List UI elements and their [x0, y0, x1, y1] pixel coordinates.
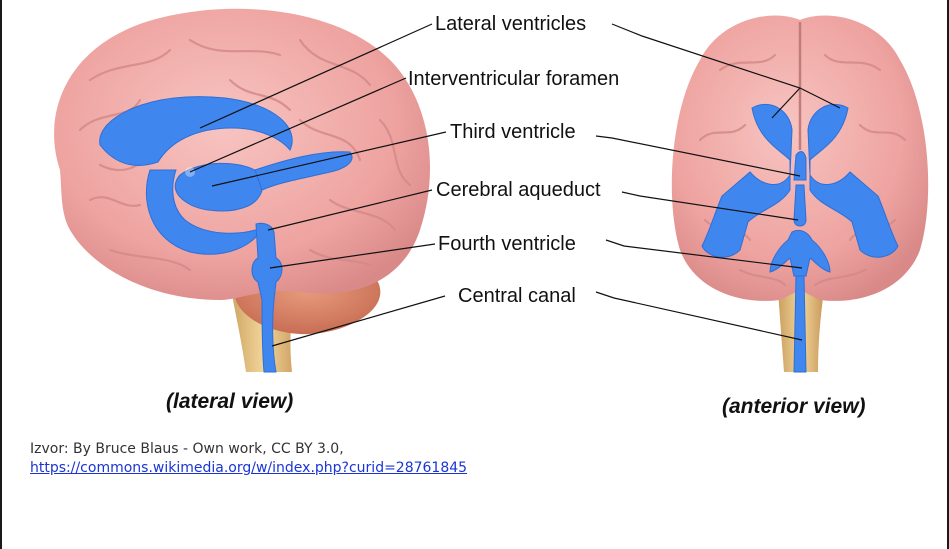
- label-third-ventricle: Third ventricle: [450, 121, 576, 143]
- source-caption: Izvor: By Bruce Blaus - Own work, CC BY …: [30, 440, 467, 478]
- label-cerebral-aqueduct: Cerebral aqueduct: [436, 179, 601, 201]
- label-central-canal: Central canal: [458, 285, 576, 307]
- ventricles-diagram: [0, 0, 949, 420]
- source-text: Izvor: By Bruce Blaus - Own work, CC BY …: [30, 440, 467, 459]
- label-interventricular-foramen: Interventricular foramen: [408, 68, 619, 90]
- lateral-view-caption: (lateral view): [166, 390, 293, 414]
- label-lateral-ventricles: Lateral ventricles: [435, 13, 586, 35]
- anterior-view-caption: (anterior view): [722, 395, 866, 419]
- source-link[interactable]: https://commons.wikimedia.org/w/index.ph…: [30, 460, 467, 476]
- label-fourth-ventricle: Fourth ventricle: [438, 233, 576, 255]
